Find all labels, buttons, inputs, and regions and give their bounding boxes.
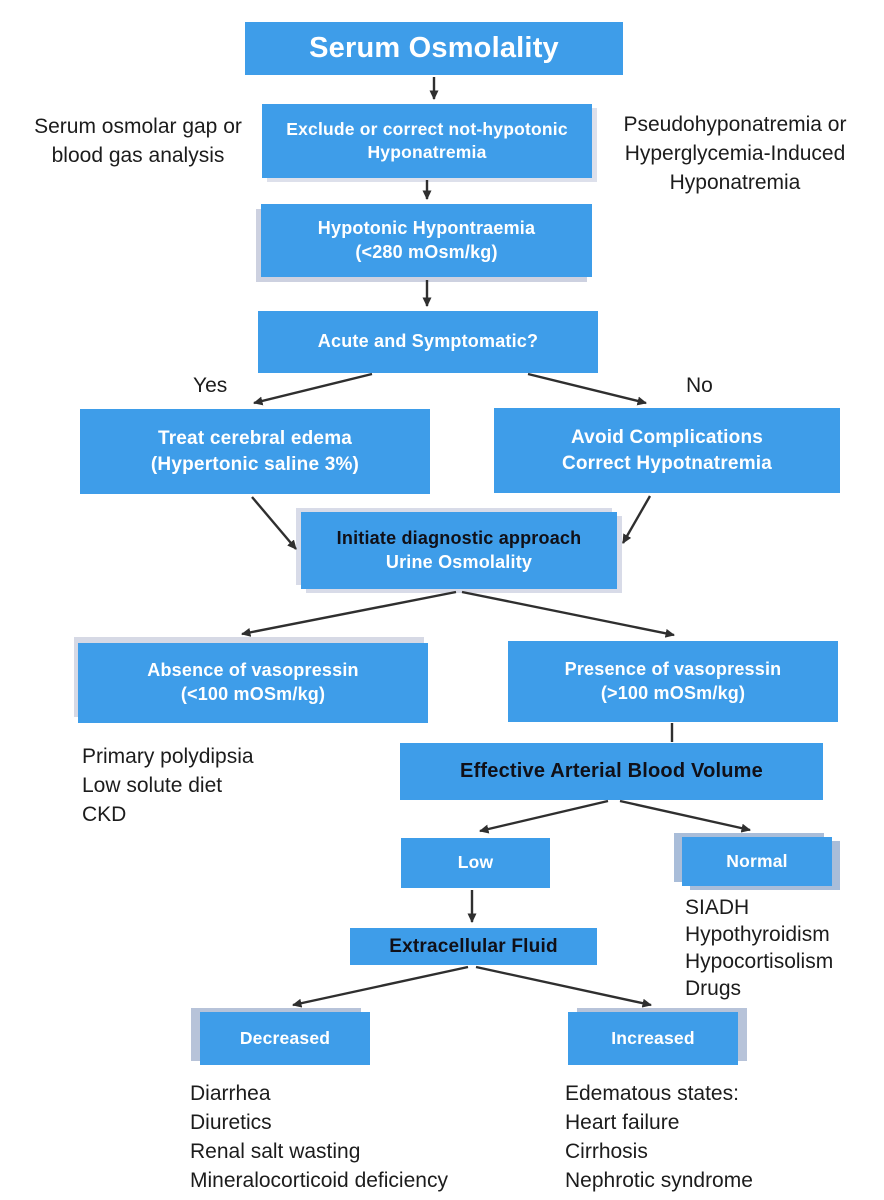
edge-eabv-low [479, 799, 609, 834]
list-item: Hypothyroidism [685, 923, 830, 946]
edge-acute-treat [253, 372, 373, 406]
list-item: Mineralocorticoid deficiency [190, 1169, 448, 1192]
note-osmolar-gap-line2: blood gas analysis [51, 144, 225, 167]
node-presence-line1: Presence of vasopressin [564, 658, 782, 679]
edge-ecf-decreased [292, 965, 469, 1008]
node-ecf-decreased: Decreased [200, 1012, 370, 1065]
node-exclude-not-hypotonic: Exclude or correct not-hypotonic Hyponat… [262, 104, 592, 178]
node-hypotonic-hyponatremia: Hypotonic Hypontraemia (<280 mOsm/kg) [261, 204, 592, 277]
node-initiate-line1: Initiate diagnostic approach [336, 527, 582, 548]
list-item: Renal salt wasting [190, 1140, 361, 1163]
list-item: Low solute diet [82, 774, 223, 797]
list-item: Hypocortisolism [685, 950, 834, 973]
node-avoid-complications: Avoid Complications Correct Hypotnatremi… [494, 408, 840, 493]
node-treat-line2: (Hypertonic saline 3%) [150, 453, 360, 475]
edge-initiate-absence [241, 590, 457, 637]
node-serum-osmolality-label: Serum Osmolality [309, 32, 559, 65]
list-item: Nephrotic syndrome [565, 1169, 753, 1192]
node-ecf-increased: Increased [568, 1012, 738, 1065]
node-exclude-line1: Exclude or correct not-hypotonic [286, 118, 568, 139]
node-eabv-label: Effective Arterial Blood Volume [460, 760, 763, 783]
list-item: SIADH [685, 896, 750, 919]
node-eabv-normal: Normal [682, 837, 832, 886]
edge-treat-initiate [251, 496, 297, 550]
node-initiate-line2: Urine Osmolality [385, 551, 533, 572]
node-decreased-label: Decreased [239, 1027, 331, 1048]
list-item: Edematous states: [565, 1082, 739, 1105]
branch-label-yes: Yes [193, 374, 228, 397]
list-item: Drugs [685, 977, 742, 1000]
edge-ecf-increased [475, 965, 652, 1008]
node-absence-line1: Absence of vasopressin [147, 660, 359, 681]
node-increased-label: Increased [611, 1027, 695, 1048]
note-pseudo-line1: Pseudohyponatremia or [623, 113, 847, 136]
note-pseudo-line3: Hyponatremia [669, 171, 801, 194]
node-normal-label: Normal [726, 850, 788, 871]
list-item: Diuretics [190, 1111, 272, 1134]
node-avoid-line2: Correct Hypotnatremia [561, 452, 773, 474]
node-initiate-diagnostic: Initiate diagnostic approach Urine Osmol… [301, 512, 617, 589]
list-ecf-increased-causes: Edematous states: Heart failure Cirrhosi… [565, 1079, 753, 1195]
node-hypotonic-line2: (<280 mOsm/kg) [355, 241, 498, 262]
node-extracellular-fluid: Extracellular Fluid [350, 928, 597, 965]
node-presence-vasopressin: Presence of vasopressin (>100 mOSm/kg) [508, 641, 838, 722]
node-effective-arterial-blood-volume: Effective Arterial Blood Volume [400, 743, 823, 800]
node-ecf-label: Extracellular Fluid [389, 935, 558, 957]
edge-acute-avoid [527, 372, 647, 406]
edge-avoid-initiate [621, 495, 652, 544]
edge-initiate-presence [461, 590, 675, 638]
note-osmolar-gap: Serum osmolar gap or blood gas analysis [18, 112, 258, 170]
node-exclude-line2: Hyponatremia [367, 142, 487, 162]
node-presence-line2: (>100 mOSm/kg) [600, 682, 746, 703]
node-treat-cerebral-edema: Treat cerebral edema (Hypertonic saline … [80, 409, 430, 494]
note-osmolar-gap-line1: Serum osmolar gap or [34, 115, 242, 138]
list-item: Primary polydipsia [82, 745, 254, 768]
node-eabv-low: Low [401, 838, 550, 888]
node-acute-symptomatic: Acute and Symptomatic? [258, 311, 598, 373]
edge-eabv-normal [619, 799, 751, 833]
node-acute-label: Acute and Symptomatic? [317, 331, 539, 352]
note-pseudo-line2: Hyperglycemia-Induced [624, 142, 846, 165]
node-absence-vasopressin: Absence of vasopressin (<100 mOSm/kg) [78, 643, 428, 723]
list-item: Cirrhosis [565, 1140, 648, 1163]
node-treat-line1: Treat cerebral edema [157, 428, 353, 450]
node-hypotonic-line1: Hypotonic Hypontraemia [317, 217, 536, 238]
branch-label-no: No [686, 374, 713, 397]
list-normal-eabv-causes: SIADH Hypothyroidism Hypocortisolism Dru… [685, 894, 833, 1002]
node-low-label: Low [457, 852, 494, 873]
list-no-vasopressin-causes: Primary polydipsia Low solute diet CKD [82, 742, 254, 829]
list-item: Heart failure [565, 1111, 680, 1134]
list-ecf-decreased-causes: Diarrhea Diuretics Renal salt wasting Mi… [190, 1079, 448, 1195]
list-item: CKD [82, 803, 127, 826]
node-serum-osmolality: Serum Osmolality [245, 22, 623, 75]
note-pseudohyponatremia: Pseudohyponatremia or Hyperglycemia-Indu… [602, 110, 868, 197]
node-avoid-line1: Avoid Complications [570, 427, 764, 449]
list-item: Diarrhea [190, 1082, 271, 1105]
node-absence-line2: (<100 mOSm/kg) [180, 684, 326, 704]
